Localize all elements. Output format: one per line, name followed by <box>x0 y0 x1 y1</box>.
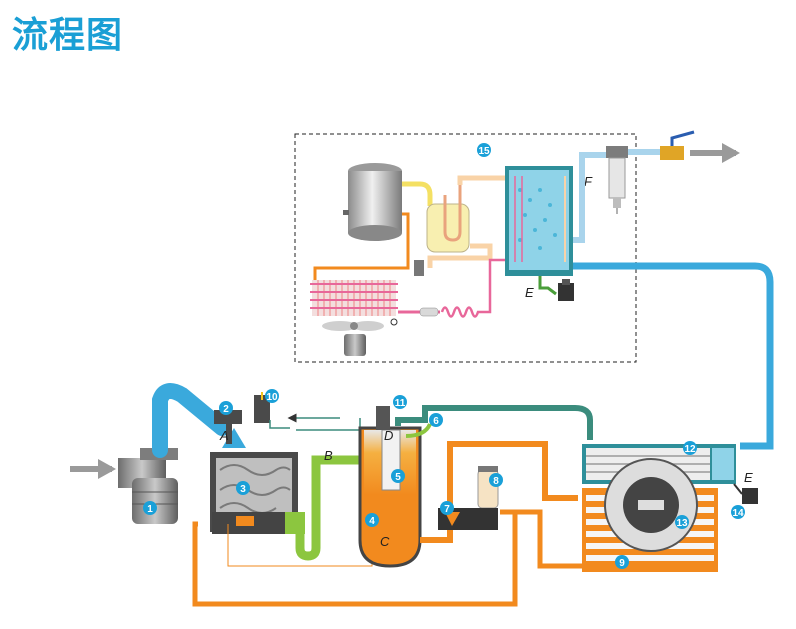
dryer-condenser <box>310 280 398 316</box>
badge-4: 4 <box>365 513 379 527</box>
air-oil-cooler <box>582 444 736 572</box>
svg-text:5: 5 <box>395 472 401 483</box>
dryer-heat-exchanger <box>505 166 573 276</box>
label-A: A <box>219 428 229 443</box>
intake-filter <box>118 448 178 524</box>
label-F: F <box>584 174 593 189</box>
compressor-element <box>210 410 298 532</box>
svg-text:6: 6 <box>433 416 439 427</box>
condenser-fan <box>322 321 384 356</box>
intake-arrow-icon <box>98 459 116 479</box>
dryer-frame <box>294 133 637 363</box>
svg-text:11: 11 <box>395 398 406 409</box>
accumulator <box>426 185 470 253</box>
svg-text:9: 9 <box>619 558 625 569</box>
svg-text:14: 14 <box>732 508 744 519</box>
svg-text:8: 8 <box>493 476 499 487</box>
outlet-arrow-icon <box>722 143 740 163</box>
label-E-dryer: E <box>525 285 534 300</box>
label-B: B <box>324 448 333 463</box>
label-E-cooler: E <box>744 470 753 485</box>
outlet-valve[interactable] <box>660 130 695 160</box>
oil-separator <box>358 405 593 568</box>
badge-1: 1 <box>143 501 157 515</box>
badge-7: 7 <box>440 501 454 515</box>
cooler-drain <box>733 483 758 504</box>
badge-2: 2 <box>219 401 233 415</box>
intake-valve-actuator <box>254 392 270 423</box>
svg-text:10: 10 <box>266 392 278 403</box>
svg-text:12: 12 <box>684 444 696 455</box>
page-title: 流程图 <box>12 15 124 56</box>
svg-text:1: 1 <box>147 504 153 515</box>
component-badges: 1 2 3 4 5 6 7 8 9 10 11 12 13 14 15 <box>143 143 745 569</box>
badge-11: 11 <box>393 395 407 409</box>
badge-13: 13 <box>675 515 689 529</box>
refrigerant-receiver <box>343 163 402 241</box>
svg-text:13: 13 <box>676 518 688 529</box>
badge-3: 3 <box>236 481 250 495</box>
svg-text:2: 2 <box>223 404 229 415</box>
badge-5: 5 <box>391 469 405 483</box>
svg-text:7: 7 <box>444 504 450 515</box>
label-D: D <box>384 428 393 443</box>
oil-stop-valve <box>438 508 498 530</box>
badge-6: 6 <box>429 413 443 427</box>
badge-10: 10 <box>265 389 279 403</box>
svg-text:3: 3 <box>240 484 246 495</box>
svg-text:4: 4 <box>369 516 375 527</box>
badge-9: 9 <box>615 555 629 569</box>
badge-8: 8 <box>489 473 503 487</box>
svg-text:15: 15 <box>478 146 490 157</box>
oil-filter <box>477 466 499 509</box>
outlet-filter <box>606 146 628 214</box>
label-C: C <box>380 534 390 549</box>
badge-15: 15 <box>477 143 491 157</box>
dryer-drain <box>538 276 574 301</box>
badge-14: 14 <box>731 505 745 519</box>
badge-12: 12 <box>683 441 697 455</box>
